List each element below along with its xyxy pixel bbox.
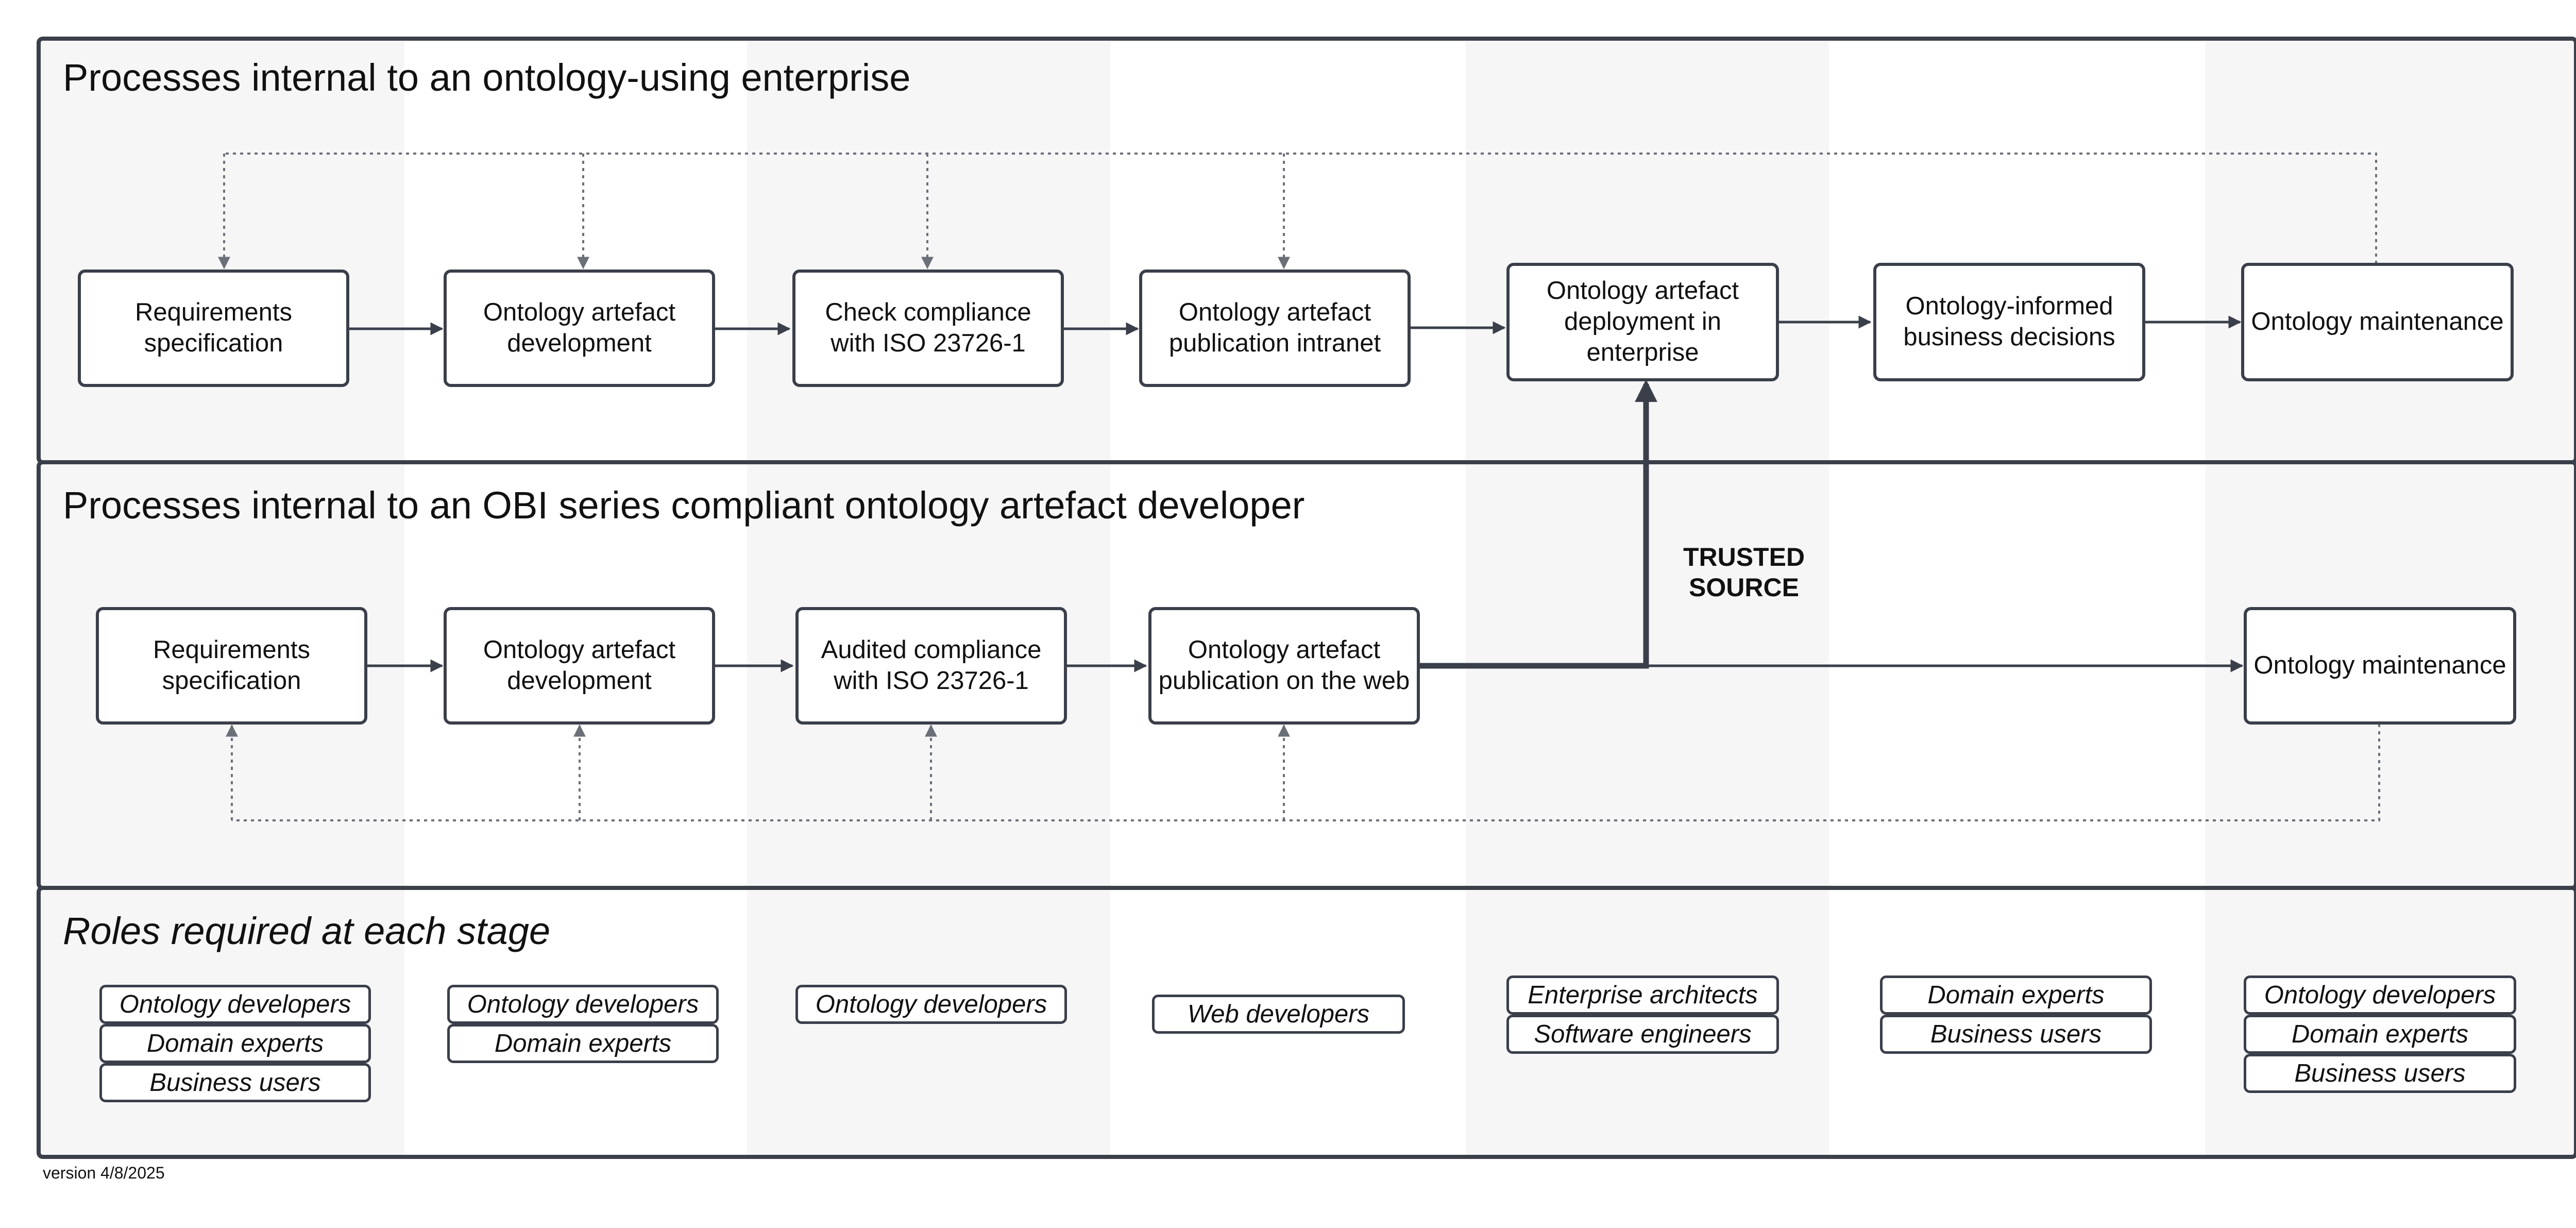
column-shade-1 xyxy=(39,39,404,1157)
role-chip: Ontology developers xyxy=(2244,975,2516,1015)
enterprise-feedback-loop xyxy=(218,153,2377,270)
developer-panel-title: Processes internal to an OBI series comp… xyxy=(63,484,1305,527)
developer-step-development: Ontology artefact development xyxy=(444,607,715,725)
developer-step-requirements: Requirements specification xyxy=(96,607,367,725)
developer-feedback-loop xyxy=(226,724,2380,821)
trusted-source-arrow xyxy=(1420,379,1657,669)
role-chip: Domain experts xyxy=(447,1024,719,1063)
developer-step-audited-compliance: Audited compliance with ISO 23726-1 xyxy=(795,607,1067,725)
role-chip: Domain experts xyxy=(2244,1015,2516,1054)
enterprise-step-intranet-publication: Ontology artefact publication intranet xyxy=(1139,270,1411,387)
role-chip: Enterprise architects xyxy=(1506,975,1779,1015)
developer-step-web-publication: Ontology artefact publication on the web xyxy=(1148,607,1420,725)
role-chip: Software engineers xyxy=(1506,1015,1779,1054)
enterprise-step-compliance-check: Check compliance with ISO 23726-1 xyxy=(792,270,1064,387)
trusted-source-label: TRUSTED SOURCE xyxy=(1683,543,1805,602)
enterprise-flow-arrows xyxy=(349,315,2242,335)
enterprise-panel-title: Processes internal to an ontology-using … xyxy=(63,56,911,99)
column-shade-3 xyxy=(747,39,1110,1157)
role-chip: Business users xyxy=(2244,1054,2516,1093)
role-chip: Business users xyxy=(99,1063,371,1102)
role-chip: Domain experts xyxy=(1880,975,2152,1015)
role-chip: Web developers xyxy=(1152,995,1405,1034)
enterprise-step-requirements: Requirements specification xyxy=(78,270,349,387)
role-chip: Business users xyxy=(1880,1015,2152,1054)
enterprise-step-maintenance: Ontology maintenance xyxy=(2241,263,2514,381)
role-chip: Ontology developers xyxy=(795,985,1067,1024)
role-chip: Domain experts xyxy=(99,1024,371,1063)
column-shade-7 xyxy=(2205,39,2576,1157)
enterprise-panel-frame xyxy=(37,37,2576,464)
roles-panel-title: Roles required at each stage xyxy=(63,910,551,952)
role-chip: Ontology developers xyxy=(99,985,371,1024)
enterprise-step-development: Ontology artefact development xyxy=(444,270,715,387)
roles-panel-frame xyxy=(37,886,2576,1159)
developer-step-maintenance: Ontology maintenance xyxy=(2244,607,2516,725)
version-label: version 4/8/2025 xyxy=(43,1164,165,1182)
enterprise-step-deployment: Ontology artefact deployment in enterpri… xyxy=(1506,263,1779,381)
role-chip: Ontology developers xyxy=(447,985,719,1024)
enterprise-step-business-decisions: Ontology-informed business decisions xyxy=(1873,263,2145,381)
